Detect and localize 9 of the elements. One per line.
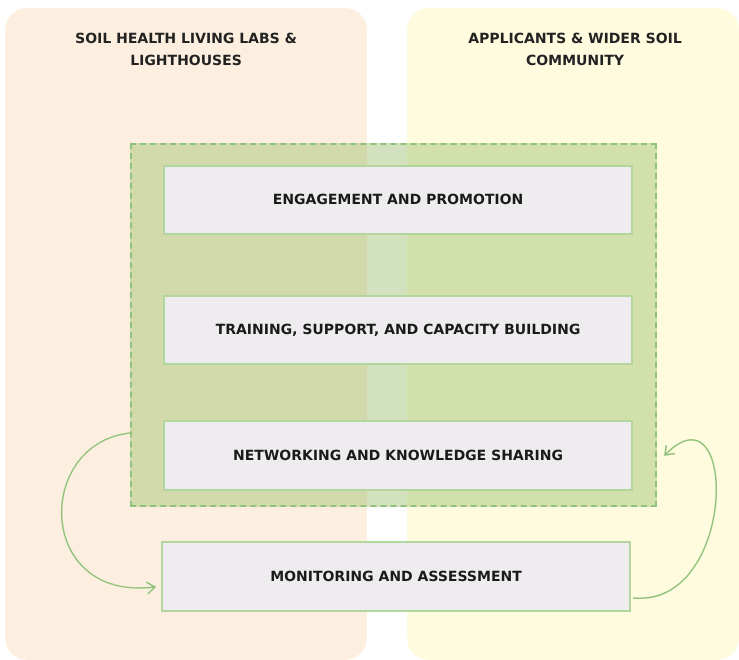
column-heading: SOIL HEALTH LIVING LABS & LIGHTHOUSES xyxy=(74,30,298,71)
column-heading: APPLICANTS & WIDER SOIL COMMUNITY xyxy=(467,30,683,71)
dashed-group-box xyxy=(130,143,657,507)
process-box: NETWORKING AND KNOWLEDGE SHARING xyxy=(163,420,633,491)
process-box: ENGAGEMENT AND PROMOTION xyxy=(163,165,633,235)
process-box: TRAINING, SUPPORT, AND CAPACITY BUILDING xyxy=(163,295,633,365)
curved-arrow xyxy=(61,432,156,594)
curved-arrow xyxy=(632,440,717,599)
process-box: MONITORING AND ASSESSMENT xyxy=(161,541,631,612)
